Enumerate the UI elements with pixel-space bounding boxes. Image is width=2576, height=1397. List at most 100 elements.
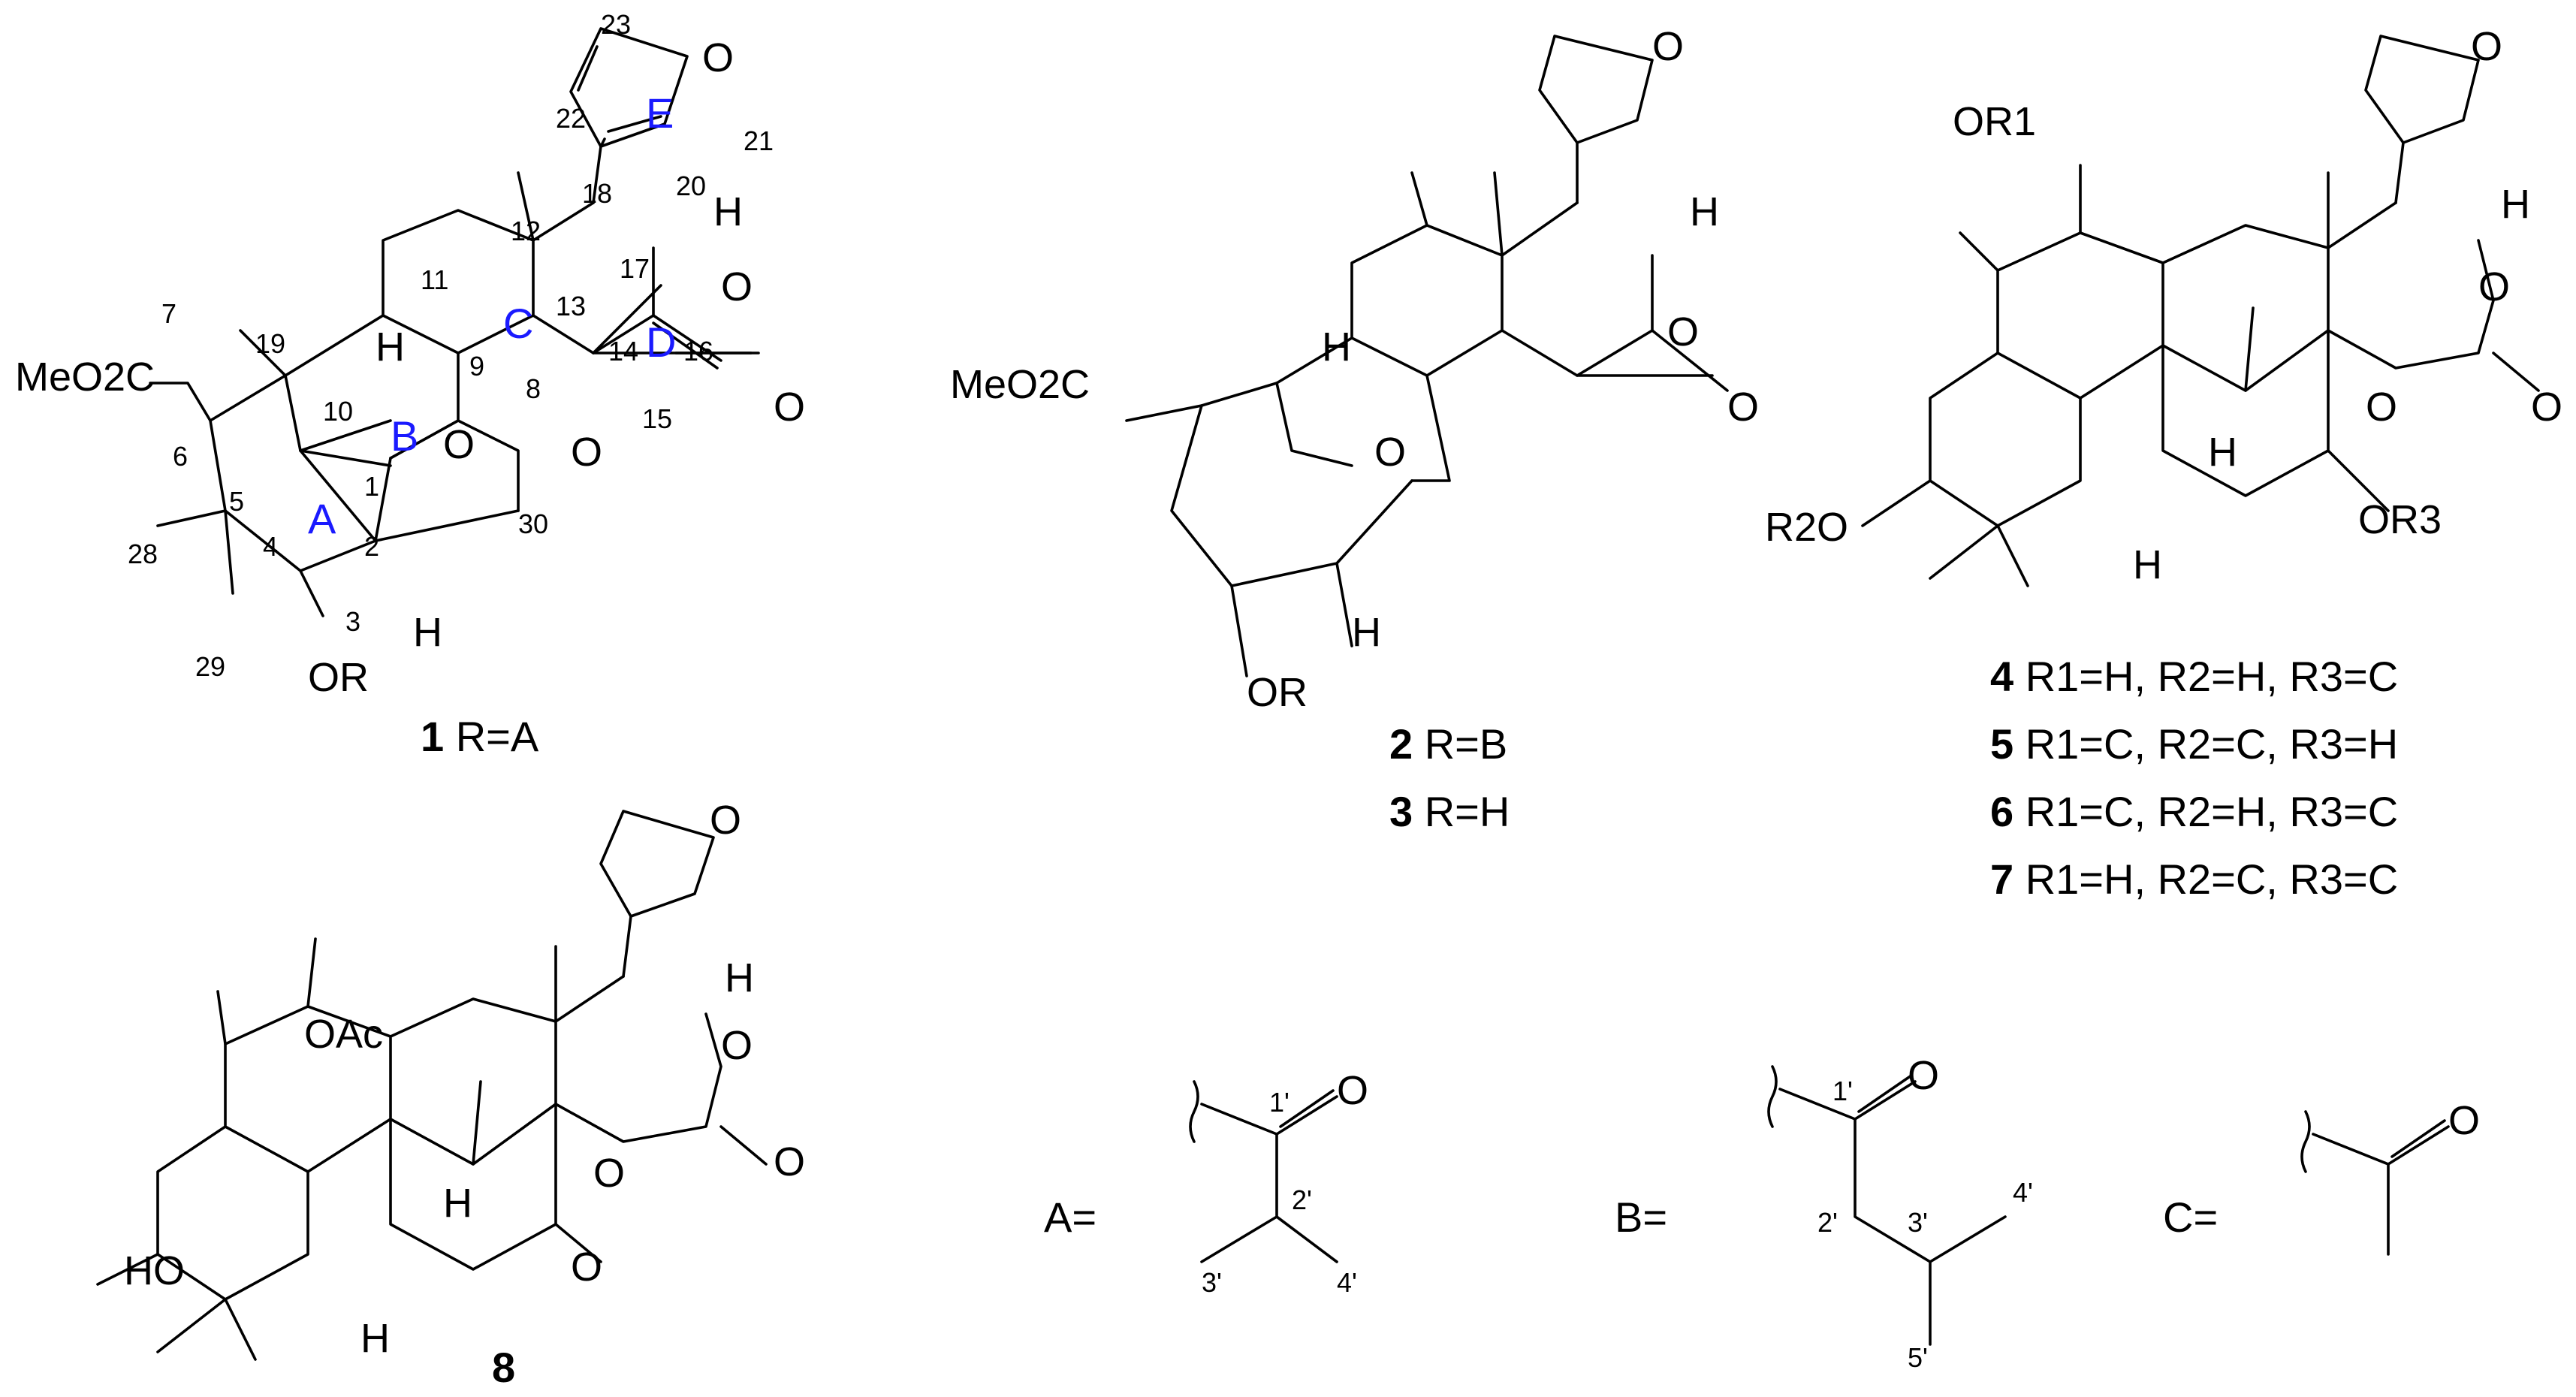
c4-epoxide-o: O [2366,385,2397,430]
c8-oac: OAc [304,1012,383,1057]
c4-or3: OR3 [2358,497,2442,542]
atom-number: 2' [1292,1184,1312,1215]
c2-h2: H [1352,610,1381,655]
compound-8-structure [96,810,768,1361]
compound-6-caption: 6 R1=C, R2=H, R3=C [1990,788,2398,835]
ring-label-b: B [391,412,418,460]
compound-4-7-captions: 4 R1=H, R2=H, R3=C 5 R1=C, R2=C, R3=H 6 … [1990,653,2398,903]
atom-number: 5 [229,486,244,517]
compound-1-structure [149,27,760,617]
atom-number: 1' [1832,1076,1853,1106]
c2-ester: MeO2C [950,362,1090,407]
atom-number: 29 [195,651,225,682]
c4-h5: H [2133,542,2162,587]
atom-number: 15 [642,403,672,434]
c8-epoxide-o: O [593,1151,625,1196]
atom-number: 7 [161,298,176,329]
c1-or: OR [308,655,369,700]
c4-r2o: R2O [1765,505,1848,550]
c2-lactone-o: O [1667,309,1699,355]
atom-number: 17 [620,253,650,284]
atom-number: 19 [255,328,285,359]
atom-number: 14 [608,336,638,367]
atom-number: 4' [1337,1267,1357,1298]
atom-number: 16 [683,336,713,367]
atom-number: 1' [1269,1087,1290,1118]
c2-furan-o: O [1652,24,1684,69]
c2-ketone-o: O [1374,430,1406,475]
atom-number: 3' [1202,1267,1222,1298]
atom-number: 28 [128,539,158,569]
c8-furan-o: O [710,798,741,843]
c2-h9: H [1322,324,1351,370]
atom-number: 18 [582,178,612,209]
compound-4-structure [1861,35,2540,587]
atom-number: 8 [526,373,541,404]
c1-ketone-o: O [443,422,475,467]
c4-carbonyl-o: O [2531,385,2562,430]
c2-h17: H [1690,189,1719,234]
c4-h9: H [2208,430,2237,475]
ring-label-d: D [646,318,676,366]
compound-3-caption: 3 R=H [1389,788,1510,835]
compound-5-caption: 5 R1=C, R2=C, R3=H [1990,720,2398,768]
substituent-b [1767,1065,2007,1346]
c8-h5: H [360,1316,390,1361]
c8-h9: H [443,1181,472,1226]
atom-number: 22 [556,103,586,134]
compound-4-caption: 4 R1=H, R2=H, R3=C [1990,653,2398,700]
c1-lactone-o: O [721,264,753,309]
c1-atom-numbers: 1 2 3 4 5 6 7 8 9 10 11 12 13 14 15 16 1… [128,9,774,682]
atom-number: 21 [744,125,774,156]
substituent-c-label: C= [2163,1193,2218,1241]
atom-number: 30 [518,508,548,539]
c8-lactone-o: O [721,1023,753,1068]
atom-number: 4' [2013,1177,2033,1208]
c1-h2: H [413,610,442,655]
c1-h17: H [713,189,743,234]
c4-h17: H [2501,182,2530,227]
c8-carbonyl-o: O [774,1139,805,1184]
atom-number: 9 [469,351,484,382]
c1-ring-labels: A B C D E [308,89,676,542]
c1-h9: H [376,324,405,370]
atom-number: 20 [676,170,706,201]
substituent-a-label: A= [1044,1193,1096,1241]
compound-7-caption: 7 R1=H, R2=C, R3=C [1990,855,2398,903]
atom-number: 4 [263,531,278,562]
c1-ester: MeO2C [15,355,155,400]
c4-lactone-o: O [2478,264,2510,309]
compound-8-caption: 8 [492,1344,515,1391]
compound-2-structure [1125,35,1729,677]
atom-number: 2' [1817,1207,1838,1238]
c1-carbonyl-o: O [774,385,805,430]
atom-number: 11 [421,264,448,295]
c2-carbonyl-o: O [1727,385,1759,430]
compound-1-caption: 1 R=A [421,713,539,760]
substituent-c-o: O [2448,1098,2480,1143]
substituent-a-o: O [1337,1068,1368,1113]
atom-number: 12 [511,216,541,246]
atom-number: 6 [173,441,188,472]
c4-or1: OR1 [1953,99,2036,144]
c8-ho: HO [124,1248,185,1293]
ring-label-e: E [646,89,674,137]
c8-ketone-o: O [571,1245,602,1290]
compound-2-caption: 2 R=B [1389,720,1507,768]
atom-number: 1 [364,471,379,502]
substituent-c [2300,1110,2450,1256]
ring-label-a: A [308,495,336,542]
c2-or: OR [1247,670,1308,715]
atom-number: 2 [364,531,379,562]
substituent-b-label: B= [1615,1193,1667,1241]
atom-number: 3 [345,606,360,637]
c1-furan-o: O [702,35,734,80]
c8-h17: H [725,955,754,1000]
substituent-a [1189,1080,1338,1263]
c1-epoxide-o: O [571,430,602,475]
atom-number: 13 [556,291,586,321]
atom-number: 23 [601,9,631,40]
substituent-b-o: O [1908,1053,1939,1098]
ring-label-c: C [503,300,533,347]
